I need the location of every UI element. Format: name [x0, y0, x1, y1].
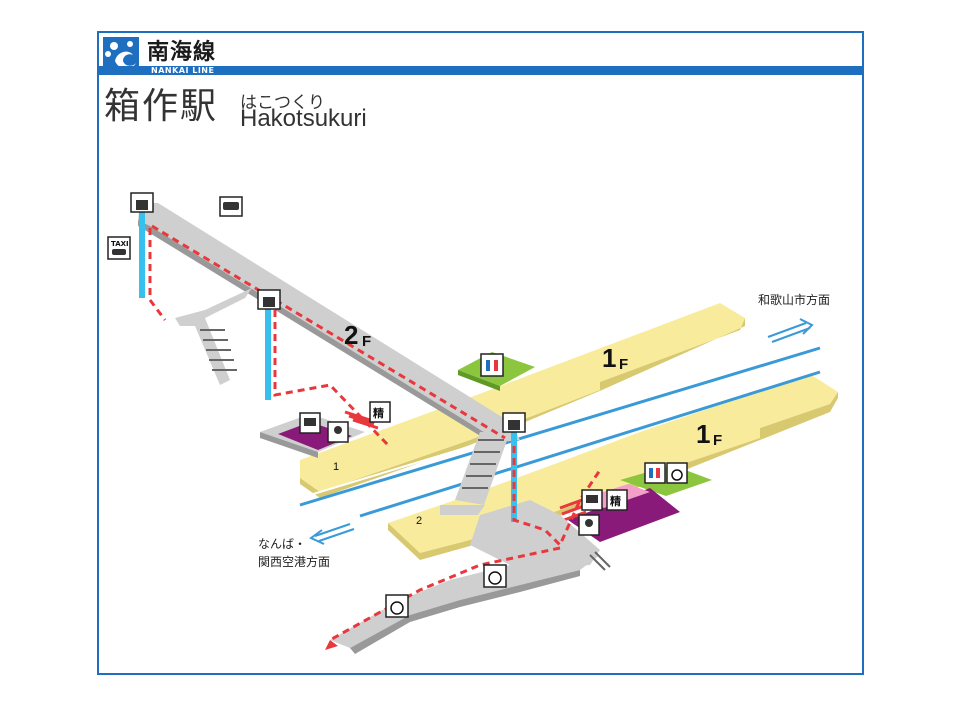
svg-text:精: 精 — [373, 406, 384, 420]
line-name-jp: 南海線 — [147, 40, 217, 65]
track-2 — [359, 370, 821, 518]
stairs-middle — [440, 432, 510, 515]
platform-number-1: 1 — [333, 461, 339, 473]
svg-text:F: F — [619, 356, 628, 373]
concourse-2f — [138, 203, 520, 448]
bus-icon — [219, 196, 243, 217]
elevator-icon — [257, 289, 281, 310]
toilet-icon — [644, 462, 666, 484]
svg-text:1: 1 — [602, 343, 616, 373]
toilet-area-1f-lower — [620, 465, 712, 496]
svg-text:F: F — [362, 333, 371, 350]
svg-text:1: 1 — [696, 419, 710, 449]
map-frame — [97, 31, 864, 675]
wheelchair-icon — [385, 594, 409, 618]
svg-text:精: 精 — [610, 494, 621, 508]
floor-label-2f: 2 F — [344, 320, 371, 350]
taxi-icon: TAXI — [107, 236, 131, 260]
header: 南海線 NANKAI LINE — [99, 33, 862, 75]
ticket-machine-icon — [299, 412, 321, 434]
svg-text:2: 2 — [344, 320, 358, 350]
elevator-icon — [130, 192, 154, 213]
svg-text:F: F — [713, 432, 722, 449]
station-staff-icon — [578, 514, 600, 536]
elevator-left — [139, 212, 145, 298]
nankai-logo-icon — [103, 37, 139, 71]
ticket-machine-icon — [581, 489, 603, 511]
direction-label-wakayama: 和歌山市方面 — [758, 292, 830, 307]
underpass — [330, 500, 611, 654]
platform-number-2: 2 — [416, 515, 422, 527]
wheelchair-icon — [666, 462, 688, 484]
direction-label-namba: なんば・ — [258, 537, 306, 551]
station-name-jp: 箱作駅 — [104, 86, 219, 127]
elevator-icon — [502, 412, 526, 433]
platform-2 — [388, 374, 838, 560]
elevator-middle — [265, 305, 271, 400]
line-name-en: NANKAI LINE — [151, 66, 215, 75]
station-name-kana: はこつくり — [240, 93, 325, 113]
fare-adjust-icon: 精 — [606, 489, 628, 511]
floor-label-1f-upper: 1 F — [602, 343, 628, 373]
wheelchair-icon — [483, 564, 507, 588]
direction-arrow-namba — [309, 523, 355, 545]
platform-1 — [300, 303, 745, 498]
direction-arrow-wakayama — [767, 318, 814, 343]
stairs-upper-left — [175, 288, 252, 385]
station-name-en: Hakotsukuri — [240, 105, 367, 132]
track-1 — [299, 346, 821, 507]
station-staff-icon — [327, 421, 349, 443]
svg-text:TAXI: TAXI — [111, 240, 129, 248]
header-bar — [99, 66, 862, 75]
fare-adjust-icon: 精 — [369, 401, 391, 423]
toilet-icon — [480, 353, 504, 377]
floor-label-1f-lower: 1 F — [696, 419, 722, 449]
direction-label-kix: 関西空港方面 — [258, 554, 330, 569]
